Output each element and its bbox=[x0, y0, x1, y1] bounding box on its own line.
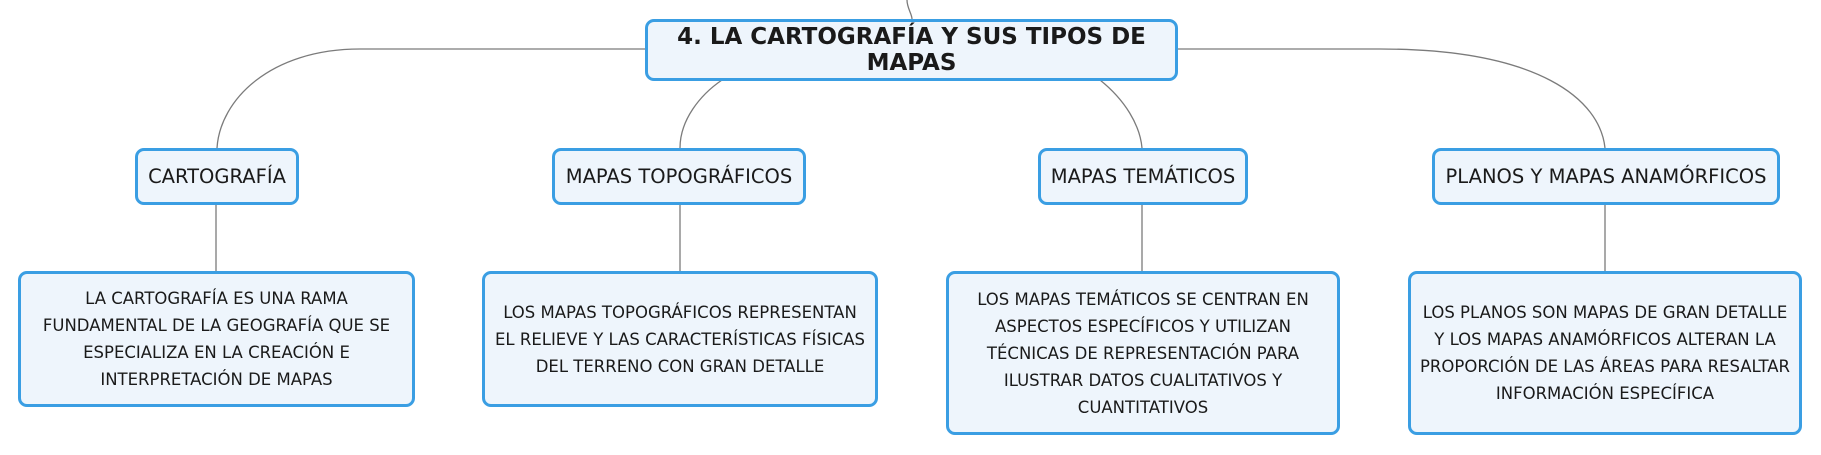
topic-mapas-tematicos[interactable]: MAPAS TEMÁTICOS bbox=[1038, 148, 1248, 205]
connector-root-to-anamorficos bbox=[1178, 48, 1606, 149]
root-topic[interactable]: 4. LA CARTOGRAFÍA Y SUS TIPOS DE MAPAS bbox=[645, 19, 1178, 81]
topic-label: CARTOGRAFÍA bbox=[148, 165, 286, 188]
detail-text: LOS PLANOS SON MAPAS DE GRAN DETALLE Y L… bbox=[1419, 303, 1791, 403]
connector-root-to-tematicos bbox=[1099, 79, 1143, 149]
topic-cartografia[interactable]: CARTOGRAFÍA bbox=[135, 148, 299, 205]
connector-root-to-cartografia bbox=[216, 48, 645, 149]
detail-cartografia[interactable]: LA CARTOGRAFÍA ES UNA RAMA FUNDAMENTAL D… bbox=[18, 271, 415, 407]
detail-text: LOS MAPAS TOPOGRÁFICOS REPRESENTAN EL RE… bbox=[495, 302, 865, 376]
detail-mapas-topograficos[interactable]: LOS MAPAS TOPOGRÁFICOS REPRESENTAN EL RE… bbox=[482, 271, 878, 407]
connector-root-to-topograficos bbox=[679, 79, 723, 149]
topic-label: PLANOS Y MAPAS ANAMÓRFICOS bbox=[1445, 165, 1767, 188]
topic-label: MAPAS TEMÁTICOS bbox=[1050, 165, 1236, 188]
detail-text: LA CARTOGRAFÍA ES UNA RAMA FUNDAMENTAL D… bbox=[42, 289, 391, 389]
detail-mapas-tematicos[interactable]: LOS MAPAS TEMÁTICOS SE CENTRAN EN ASPECT… bbox=[946, 271, 1340, 435]
root-topic-label: 4. LA CARTOGRAFÍA Y SUS TIPOS DE MAPAS bbox=[677, 24, 1146, 76]
detail-text: LOS MAPAS TEMÁTICOS SE CENTRAN EN ASPECT… bbox=[977, 289, 1309, 417]
topic-label: MAPAS TOPOGRÁFICOS bbox=[565, 165, 793, 188]
detail-planos-y-mapas-anamorficos[interactable]: LOS PLANOS SON MAPAS DE GRAN DETALLE Y L… bbox=[1408, 271, 1802, 435]
topic-planos-y-mapas-anamorficos[interactable]: PLANOS Y MAPAS ANAMÓRFICOS bbox=[1432, 148, 1780, 205]
connector-parent-to-root bbox=[906, 0, 913, 20]
topic-mapas-topograficos[interactable]: MAPAS TOPOGRÁFICOS bbox=[552, 148, 806, 205]
